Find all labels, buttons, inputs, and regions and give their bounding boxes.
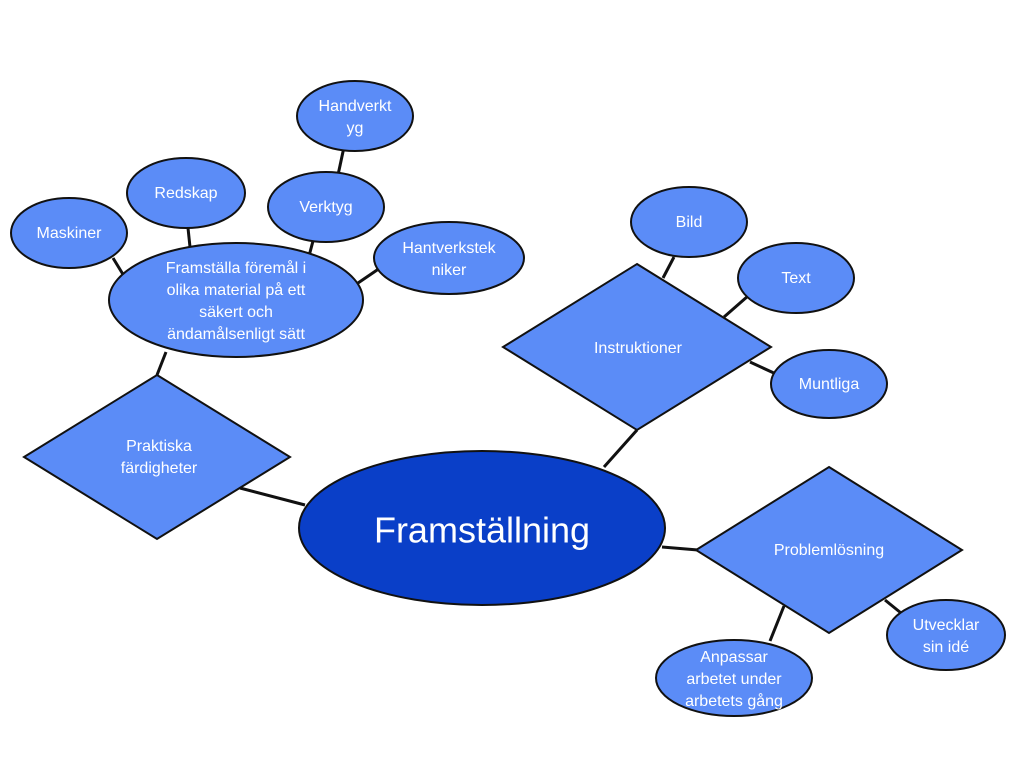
label-line: säkert och	[199, 304, 273, 321]
node-praktiska-fardigheter[interactable]: Praktiska färdigheter	[22, 373, 292, 541]
node-instruktioner[interactable]: Instruktioner	[501, 262, 773, 432]
node-verktyg-label: Verktyg	[299, 199, 352, 216]
label-line: yg	[347, 120, 364, 137]
node-anpassar-arbetet[interactable]: Anpassar arbetet under arbetets gång	[655, 639, 813, 717]
node-maskiner-label: Maskiner	[37, 225, 103, 242]
node-instruktioner-label: Instruktioner	[594, 340, 683, 357]
node-framstallning-label: Framställning	[374, 510, 590, 551]
node-problemlosning[interactable]: Problemlösning	[694, 465, 964, 635]
node-redskap[interactable]: Redskap	[126, 157, 246, 229]
label-line: Maskiner	[37, 225, 103, 242]
label-line: Bild	[676, 214, 703, 231]
edge-problemlosning-utvecklar	[884, 598, 902, 615]
edge-framstalla-hantverkstekniker	[357, 266, 381, 285]
label-line: Praktiska	[126, 438, 192, 455]
node-handverktyg-label: Handverkt yg	[319, 98, 392, 137]
node-framstalla-foremal[interactable]: Framställa föremål i olika material på et…	[108, 242, 364, 358]
label-line: Anpassar	[700, 649, 768, 666]
label-line: Utvecklar	[913, 617, 980, 634]
edge-instruktioner-bild	[661, 256, 676, 279]
edge-instruktioner-muntliga	[749, 360, 777, 376]
edge-framstalla-maskiner	[111, 257, 126, 277]
edge-instruktioner-text	[723, 294, 749, 319]
node-redskap-label: Redskap	[154, 185, 217, 202]
node-muntliga-label: Muntliga	[799, 376, 860, 393]
label-line: sin idé	[923, 639, 969, 656]
label-line: Problemlösning	[774, 542, 884, 559]
node-muntliga[interactable]: Muntliga	[770, 349, 888, 419]
edge-center-instruktioner	[602, 429, 639, 468]
edges	[111, 146, 902, 642]
node-utvecklar-sin-ide[interactable]: Utvecklar sin idé	[886, 599, 1006, 671]
node-maskiner[interactable]: Maskiner	[10, 197, 128, 269]
node-bild[interactable]: Bild	[630, 186, 748, 258]
node-hantverkstekniker[interactable]: Hantverkstek niker	[373, 221, 525, 295]
label-line: Hantverkstek	[402, 240, 496, 257]
label-line: ändamålsenligt sätt	[167, 325, 305, 343]
label-line: Handverkt	[319, 98, 392, 115]
label-line: färdigheter	[121, 460, 198, 477]
node-praktiska-fardigheter-label: Praktiska färdigheter	[121, 438, 198, 477]
node-utvecklar-sin-ide-label: Utvecklar sin idé	[913, 617, 980, 656]
label-line: Text	[781, 270, 811, 287]
node-framstalla-foremal-label: Framställa föremål i olika material på et…	[166, 259, 306, 343]
label-line: arbetets gång	[685, 692, 783, 710]
edge-verktyg-handverktyg	[336, 146, 346, 176]
label-line: arbetet under	[686, 671, 782, 688]
node-verktyg[interactable]: Verktyg	[267, 171, 385, 243]
label-line: Instruktioner	[594, 340, 683, 357]
node-problemlosning-label: Problemlösning	[774, 542, 884, 559]
edge-problemlosning-anpassar	[768, 605, 786, 642]
node-hantverkstekniker-label: Hantverkstek niker	[402, 240, 496, 279]
label-line: Muntliga	[799, 376, 860, 393]
label-line: olika material på ett	[167, 281, 306, 299]
edge-center-problemlosning	[661, 545, 699, 552]
edge-praktiska-framstalla	[155, 351, 168, 376]
node-anpassar-arbetet-label: Anpassar arbetet under arbetets gång	[685, 649, 783, 710]
label-line: Verktyg	[299, 199, 352, 216]
node-text[interactable]: Text	[737, 242, 855, 314]
node-bild-label: Bild	[676, 214, 703, 231]
node-handverktyg[interactable]: Handverkt yg	[296, 80, 414, 152]
edge-framstalla-redskap	[186, 227, 192, 248]
node-framstallning[interactable]: Framställning	[298, 450, 666, 606]
label-line: niker	[432, 262, 467, 279]
node-text-label: Text	[781, 270, 811, 287]
label-line: Redskap	[154, 185, 217, 202]
label-line: Framställa föremål i	[166, 259, 306, 277]
edge-center-praktiska	[239, 486, 306, 507]
